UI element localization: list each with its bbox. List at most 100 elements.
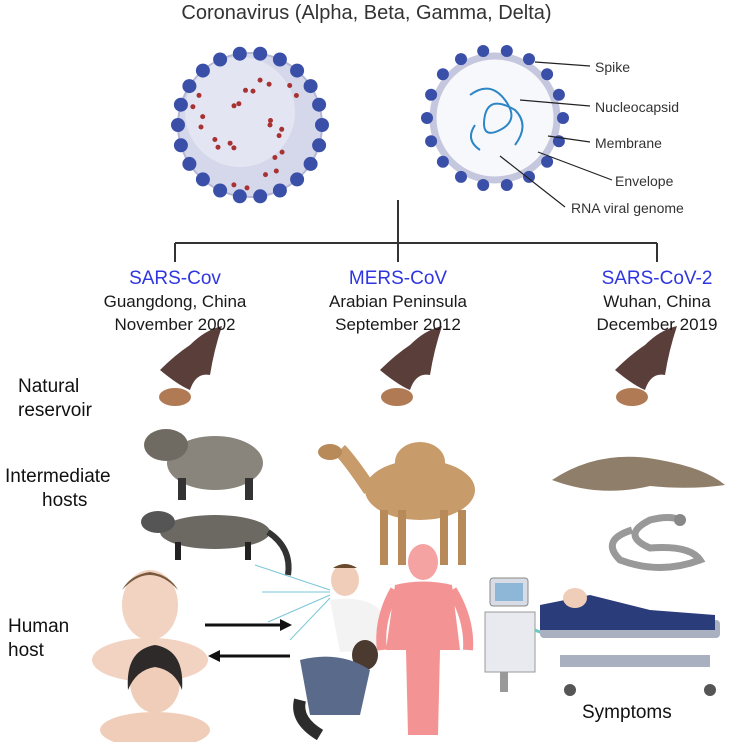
label-membrane: Membrane bbox=[595, 135, 662, 151]
transmission-arrows bbox=[205, 619, 292, 662]
spike-icon bbox=[541, 155, 554, 168]
envelope-protein-icon bbox=[231, 182, 237, 188]
label-envelope: Envelope bbox=[615, 173, 674, 189]
spike-icon bbox=[171, 118, 185, 132]
spike-icon bbox=[425, 88, 438, 101]
symptoms-caption: Symptoms bbox=[582, 702, 672, 723]
envelope-protein-icon bbox=[250, 88, 256, 94]
spike-icon bbox=[541, 68, 554, 81]
bat-illustration-2 bbox=[380, 326, 442, 406]
bat-illustration-1 bbox=[159, 326, 222, 406]
envelope-protein-icon bbox=[231, 145, 237, 151]
envelope-protein-icon bbox=[196, 92, 202, 98]
envelope-protein-icon bbox=[200, 114, 206, 120]
spike-icon bbox=[455, 170, 467, 183]
raccoon-dog-illustration bbox=[144, 429, 263, 500]
envelope-protein-icon bbox=[276, 133, 282, 139]
spike-icon bbox=[195, 172, 210, 187]
rna-genome-icon bbox=[469, 87, 524, 151]
spike-icon bbox=[312, 138, 327, 153]
spike-icon bbox=[425, 135, 438, 148]
snake-illustration bbox=[608, 514, 706, 571]
envelope-protein-icon bbox=[287, 83, 293, 88]
envelope-protein-icon bbox=[227, 140, 233, 146]
spike-icon bbox=[477, 179, 490, 191]
lineage-column-sars-cov: SARS-Cov Guangdong, China November 2002 bbox=[90, 268, 260, 336]
envelope-protein-icon bbox=[198, 124, 204, 130]
spike-icon bbox=[436, 155, 449, 168]
ventilator-illustration bbox=[484, 577, 567, 692]
virus-name: MERS-CoV bbox=[348, 268, 448, 289]
civet-illustration bbox=[141, 511, 292, 576]
spike-icon bbox=[173, 138, 188, 153]
spike-icon bbox=[290, 172, 305, 187]
spike-icon bbox=[195, 63, 210, 78]
spike-icon bbox=[477, 45, 490, 57]
lineage-column-sars-cov-2: SARS-CoV-2 Wuhan, China December 2019 bbox=[572, 268, 733, 336]
coughing-person-illustration bbox=[293, 640, 378, 741]
spike-icon bbox=[421, 112, 433, 124]
label-rna-viral-genome: RNA viral genome bbox=[571, 200, 684, 216]
spike-icon bbox=[552, 88, 565, 101]
virus-date: November 2002 bbox=[114, 315, 236, 334]
envelope-protein-icon bbox=[236, 101, 242, 107]
spike-icon bbox=[232, 189, 247, 204]
virus-date: September 2012 bbox=[335, 315, 461, 334]
spike-icon bbox=[500, 179, 513, 191]
label-spike: Spike bbox=[595, 59, 631, 75]
spike-icon bbox=[290, 63, 305, 78]
envelope-protein-icon bbox=[272, 155, 278, 160]
envelope-protein-icon bbox=[244, 185, 250, 191]
lineage-connector bbox=[174, 200, 658, 262]
spike-icon bbox=[315, 118, 329, 132]
bat-illustration-3 bbox=[615, 326, 677, 406]
camel-illustration bbox=[318, 442, 475, 565]
hospital-bed-illustration bbox=[540, 588, 720, 696]
spike-icon bbox=[213, 52, 228, 67]
coronavirus-cross-section-illustration bbox=[421, 45, 569, 191]
diagram-title: Coronavirus (Alpha, Beta, Gamma, Delta) bbox=[181, 2, 552, 24]
virus-date: December 2019 bbox=[596, 315, 718, 334]
spike-icon bbox=[312, 97, 327, 112]
spike-icon bbox=[213, 183, 228, 198]
spike-icon bbox=[182, 79, 197, 94]
spike-icon bbox=[455, 53, 467, 66]
lineage-column-mers-cov: MERS-CoV Arabian Peninsula September 201… bbox=[310, 268, 486, 336]
row-label-natural-reservoir: Natural reservoir bbox=[18, 376, 92, 421]
spike-icon bbox=[182, 156, 197, 171]
coronavirus-particle-illustration bbox=[171, 46, 329, 204]
spike-icon bbox=[232, 46, 247, 61]
envelope-protein-icon bbox=[190, 104, 196, 110]
envelope-protein-icon bbox=[212, 137, 218, 142]
envelope-protein-icon bbox=[231, 103, 237, 109]
spike-icon bbox=[500, 45, 513, 57]
human-body-lungs-illustration bbox=[376, 544, 474, 735]
sneezing-person-illustration bbox=[330, 564, 380, 652]
envelope-protein-icon bbox=[268, 118, 273, 123]
envelope-protein-icon bbox=[267, 122, 273, 128]
virus-name: SARS-Cov bbox=[129, 268, 221, 289]
human-face-female-illustration bbox=[100, 645, 210, 742]
envelope-protein-icon bbox=[266, 81, 272, 87]
envelope-protein-icon bbox=[257, 77, 263, 83]
spike-icon bbox=[436, 68, 449, 81]
spike-icon bbox=[303, 79, 318, 94]
pangolin-illustration bbox=[552, 456, 725, 491]
spike-icon bbox=[557, 112, 569, 124]
envelope-protein-icon bbox=[293, 93, 299, 98]
spike-icon bbox=[173, 97, 188, 112]
spike-icon bbox=[272, 52, 287, 67]
spike-icon bbox=[523, 53, 535, 66]
spike-icon bbox=[253, 189, 268, 204]
envelope-protein-icon bbox=[279, 149, 285, 155]
envelope-protein-icon bbox=[263, 172, 268, 178]
virus-location: Guangdong, China bbox=[103, 292, 247, 311]
spike-icon bbox=[303, 156, 318, 171]
envelope-protein-icon bbox=[215, 144, 221, 150]
spike-icon bbox=[523, 170, 535, 183]
envelope-protein-icon bbox=[243, 87, 248, 93]
droplet-spray bbox=[254, 564, 331, 641]
row-label-human-host: Human host bbox=[8, 616, 70, 661]
label-nucleocapsid: Nucleocapsid bbox=[595, 99, 680, 115]
virus-location: Wuhan, China bbox=[603, 292, 711, 311]
